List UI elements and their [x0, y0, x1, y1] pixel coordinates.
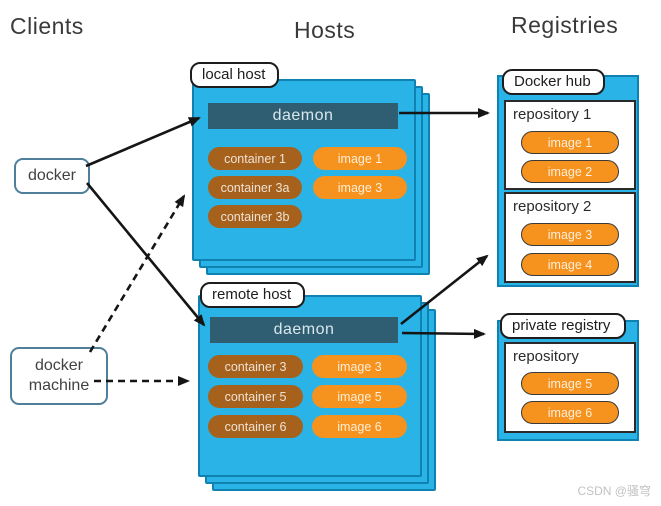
image-pill: image 3 — [313, 176, 407, 199]
image-pill: image 3 — [312, 355, 407, 378]
repository-2-box: repository 2 image 3 image 4 — [504, 192, 636, 283]
image-pill: image 6 — [521, 401, 619, 424]
registries-column-title: Registries — [511, 12, 619, 38]
docker-hub-registry: Docker hub repository 1 image 1 image 2 … — [497, 69, 639, 287]
docker-hub-label: Docker hub — [502, 69, 605, 95]
repository-label: repository 2 — [513, 198, 592, 215]
arrow-docker-to-local-daemon — [85, 116, 201, 168]
image-pill: image 1 — [313, 147, 407, 170]
image-pill: image 5 — [521, 372, 619, 395]
image-pill: image 2 — [521, 160, 619, 183]
local-daemon-bar: daemon — [208, 103, 398, 129]
remote-host-stack: remote host daemon container 3 container… — [198, 282, 436, 491]
private-registry-label: private registry — [500, 313, 627, 339]
image-pill: image 4 — [521, 253, 619, 276]
docker-client-box: docker — [14, 158, 90, 194]
arrow-docker-machine-to-local-host-dashed — [88, 194, 186, 353]
repository-label: repository 1 — [513, 106, 592, 123]
image-pill: image 5 — [312, 385, 407, 408]
container-pill: container 3a — [208, 176, 302, 199]
watermark: CSDN @骚穹 — [577, 484, 651, 498]
clients-column-title: Clients — [10, 13, 84, 39]
container-pill: container 1 — [208, 147, 302, 170]
local-host-label: local host — [190, 62, 280, 88]
arrow-docker-to-remote-daemon — [85, 182, 206, 327]
image-pill: image 6 — [312, 415, 407, 438]
hosts-column-title: Hosts — [294, 17, 356, 43]
repository-label: repository — [513, 348, 579, 365]
local-host-stack: local host daemon container 1 container … — [190, 62, 430, 275]
container-pill: container 5 — [208, 385, 303, 408]
repository-1-box: repository 1 image 1 image 2 — [504, 100, 636, 190]
container-pill: container 3 — [208, 355, 303, 378]
image-pill: image 1 — [521, 131, 619, 154]
repository-box: repository image 5 image 6 — [504, 342, 636, 433]
remote-daemon-bar: daemon — [210, 317, 398, 343]
private-registry: private registry repository image 5 imag… — [497, 313, 639, 441]
docker-machine-client-box: docker machine — [10, 347, 108, 405]
remote-host-label: remote host — [200, 282, 306, 308]
container-pill: container 6 — [208, 415, 303, 438]
container-pill: container 3b — [208, 205, 302, 228]
image-pill: image 3 — [521, 223, 619, 246]
